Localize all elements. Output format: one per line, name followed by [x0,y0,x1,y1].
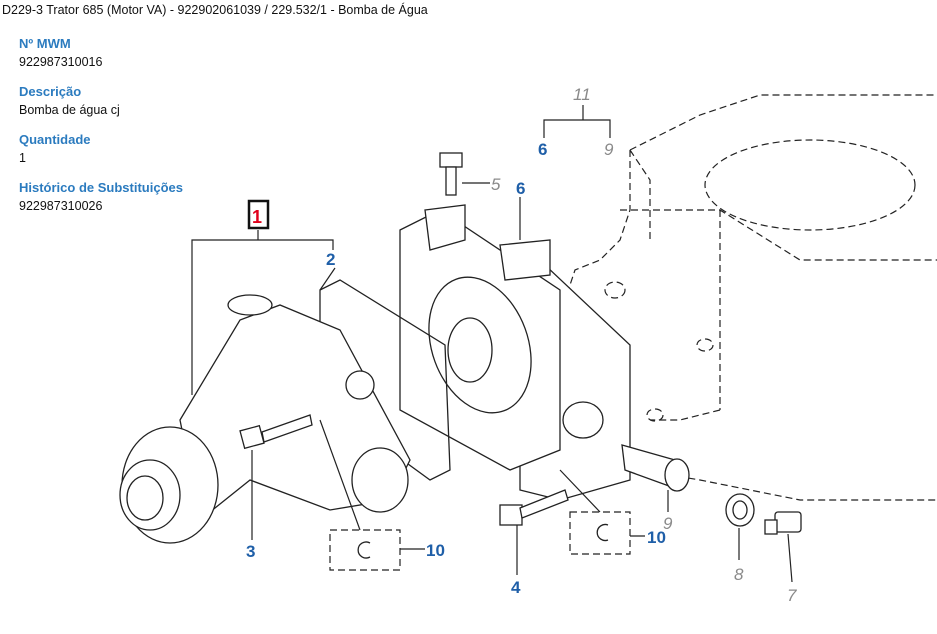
pump-housing [399,204,631,501]
description-value: Bomba de água cj [19,103,120,117]
callout-10[interactable]: 10 [426,541,445,560]
callout-4[interactable]: 4 [511,578,521,597]
description-label: Descrição [19,84,82,99]
quantity-value: 1 [19,151,26,165]
callout-8: 8 [734,565,744,584]
breadcrumb-title: D229-3 Trator 685 (Motor VA) - 922902061… [2,3,428,17]
replacement-history-label: Histórico de Substituições [19,180,183,195]
callout-5: 5 [491,175,501,194]
mwm-number-value: 922987310016 [19,55,103,69]
part-details: Nº MWM 922987310016 Descrição Bomba de á… [19,36,183,228]
selected-callout-box [247,199,270,230]
callout-7: 7 [787,586,797,605]
leader-lines [191,105,793,583]
callout-2[interactable]: 2 [326,250,335,269]
callout-1[interactable]: 1 [252,207,262,227]
mwm-number-label: Nº MWM [19,36,71,51]
replacement-history-value[interactable]: 922987310026 [19,199,103,213]
callout-9-group: 9 [604,140,614,159]
callout-6[interactable]: 6 [516,179,525,198]
water-pump-assembly [119,294,411,544]
clip-box [329,529,401,571]
fasteners [239,152,802,535]
quantity-label: Quantidade [19,132,91,147]
callout-11: 11 [573,85,591,104]
callout-10-right[interactable]: 10 [647,528,666,547]
callout-6-group[interactable]: 6 [538,140,547,159]
engine-block-outline [564,94,937,501]
callout-3[interactable]: 3 [246,542,255,561]
clip-box [569,511,631,555]
callout-9: 9 [663,514,673,533]
